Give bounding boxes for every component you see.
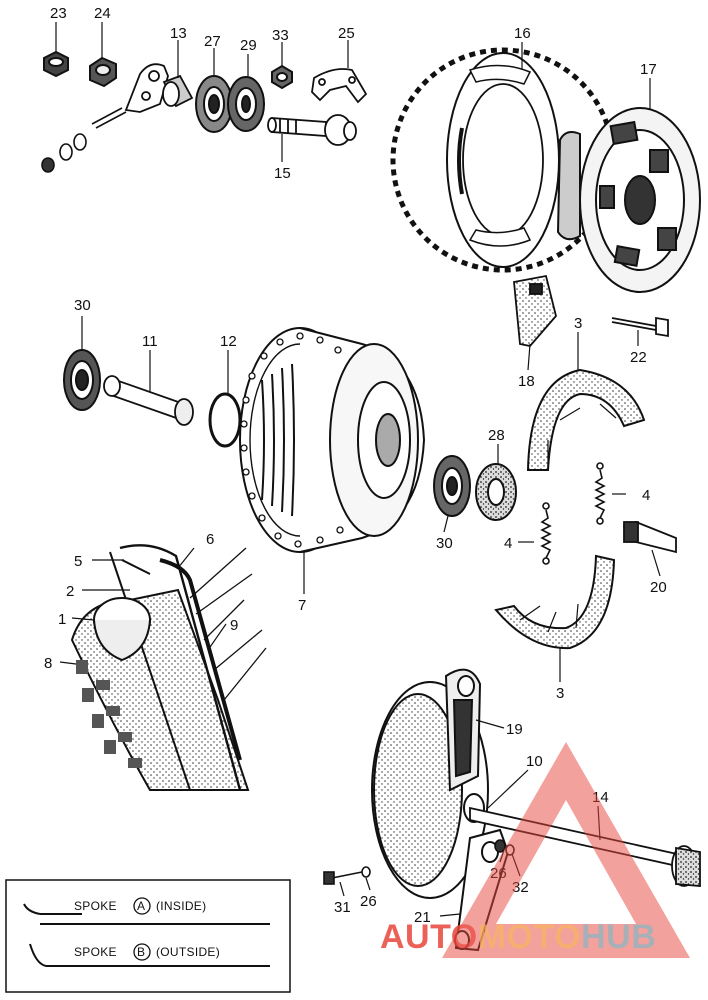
o-ring-12: [208, 392, 242, 448]
label-19: 19: [506, 721, 523, 738]
bearing-30-left: [63, 349, 101, 411]
spoke-b-letter-circle: [133, 943, 151, 961]
spoke-a-letter: A: [137, 899, 145, 913]
lock-plate-25: [311, 68, 368, 104]
watermark-part-auto: AUTO: [380, 918, 478, 956]
label-16: 16: [514, 25, 531, 42]
spoke-a-letter-circle: [133, 897, 151, 915]
damper-rubber-18: [513, 274, 557, 347]
label-22: 22: [630, 349, 647, 366]
label-17: 17: [640, 61, 657, 78]
spring-4-left: [540, 502, 552, 565]
label-10: 10: [526, 753, 543, 770]
nut-24: [89, 56, 117, 88]
axle-spacer-11: [103, 375, 194, 426]
spoke-a-label: SPOKE: [74, 899, 117, 913]
spoke-b-note: (OUTSIDE): [156, 945, 220, 959]
label-5: 5: [74, 553, 82, 570]
nut-23: [43, 50, 69, 78]
spoke-b-icon: [29, 943, 47, 967]
label-30-right: 30: [436, 535, 453, 552]
warning-triangle-icon: [442, 742, 690, 958]
brake-panel-19: [371, 668, 489, 899]
brake-cam-20: [623, 521, 677, 554]
wheel-hub-7: [239, 327, 426, 553]
bearing-30-right: [433, 455, 471, 517]
label-33: 33: [272, 27, 289, 44]
bolt-22: [611, 316, 669, 338]
label-8: 8: [44, 655, 52, 672]
spoke-legend: SPOKE A (INSIDE) SPOKE B (OUTSIDE): [5, 879, 291, 993]
nut-33: [271, 64, 293, 90]
brake-shoe-3-upper: [526, 368, 646, 471]
label-29: 29: [240, 37, 257, 54]
sprocket-bolt-15: [267, 114, 357, 146]
label-28: 28: [488, 427, 505, 444]
label-26-left: 26: [360, 893, 377, 910]
dust-seal-28: [475, 463, 517, 521]
label-25: 25: [338, 25, 355, 42]
label-24: 24: [94, 5, 111, 22]
collar-13: [162, 74, 194, 108]
label-1: 1: [58, 611, 66, 628]
bearing-29: [227, 76, 265, 132]
label-31: 31: [334, 899, 351, 916]
watermark-logo: AUTOMOTOHUB: [380, 742, 690, 958]
label-3-lower: 3: [556, 685, 564, 702]
label-20: 20: [650, 579, 667, 596]
label-30-left: 30: [74, 297, 91, 314]
label-6: 6: [206, 531, 214, 548]
spoke-a-note: (INSIDE): [156, 899, 206, 913]
label-4-left: 4: [504, 535, 512, 552]
label-2: 2: [66, 583, 74, 600]
spoke-b-letter: B: [137, 945, 145, 959]
hub-flange-17: [556, 107, 701, 293]
spoke-a-icon: [23, 903, 41, 915]
label-4-right: 4: [642, 487, 650, 504]
label-23: 23: [50, 5, 67, 22]
label-18: 18: [518, 373, 535, 390]
label-7: 7: [298, 597, 306, 614]
spring-4-right: [594, 462, 606, 525]
part-number-labels: 23 24 13 27 29 33 25 15 16 17 30 11 12 3…: [44, 5, 667, 926]
watermark-text: AUTOMOTOHUB: [380, 918, 656, 956]
watermark-part-hub: HUB: [581, 918, 656, 956]
label-27: 27: [204, 33, 221, 50]
sprocket-16: [390, 47, 616, 273]
label-12: 12: [220, 333, 237, 350]
bearing-27: [195, 75, 233, 133]
label-21: 21: [414, 909, 431, 926]
spoke-a-row: SPOKE A (INSIDE): [23, 897, 270, 925]
spoke-b-row: SPOKE B (OUTSIDE): [29, 943, 270, 967]
torque-link-plate: [124, 63, 169, 113]
spoke-b-label: SPOKE: [74, 945, 117, 959]
label-15: 15: [274, 165, 291, 182]
label-3-upper: 3: [574, 315, 582, 332]
small-bolt-and-washers: [41, 107, 127, 173]
label-11: 11: [142, 333, 158, 350]
legend-frame: [5, 879, 291, 993]
brake-shoe-3-lower: [494, 554, 616, 650]
label-9: 9: [230, 617, 238, 634]
tire-and-rim-section: [70, 544, 267, 791]
label-13: 13: [170, 25, 187, 42]
watermark-part-moto: MOTO: [478, 918, 581, 956]
bolt-31: [323, 866, 371, 885]
